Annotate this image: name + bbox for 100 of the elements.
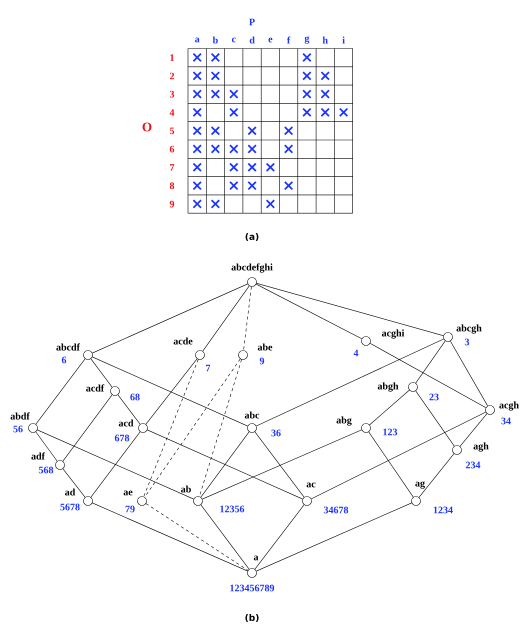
connector-line (256, 283, 444, 336)
cross-mark: × (192, 90, 202, 98)
connector-line (92, 284, 248, 354)
row-header: 5 (170, 128, 174, 134)
intent-label: abgh (378, 382, 398, 392)
cross-mark: × (192, 144, 202, 154)
row-header: 6 (170, 146, 174, 152)
intent-label: a (254, 556, 258, 560)
cross-mark: × (339, 108, 348, 117)
intent-label: ab (181, 485, 191, 492)
column-header: h (322, 36, 328, 44)
connector-line (90, 358, 112, 388)
connector-line (370, 343, 486, 408)
extent-label: 234 (466, 462, 480, 468)
row-header: 1 (170, 54, 174, 61)
connector-line (460, 413, 488, 447)
intent-label: agh (474, 442, 489, 452)
intent-label: acd (118, 419, 134, 426)
connector-line (90, 432, 140, 498)
cross-mark: × (320, 71, 330, 80)
extent-label: 3 (464, 338, 470, 346)
connector-line (200, 504, 250, 570)
extent-label: 123456789 (230, 584, 274, 592)
cross-mark: × (192, 53, 202, 62)
extent-label: 34 (501, 418, 511, 424)
row-header: 9 (170, 200, 174, 208)
cross-mark: × (211, 126, 220, 136)
extent-label: 6 (62, 356, 66, 364)
connector-line (256, 338, 444, 426)
connector-line (311, 412, 486, 500)
cross-mark: × (284, 181, 293, 190)
cross-mark: × (302, 71, 312, 80)
extent-label: 1234 (434, 506, 453, 514)
connector-line (199, 359, 242, 497)
column-header: e (268, 38, 272, 42)
cross-mark: × (320, 108, 330, 117)
row-header: 4 (170, 109, 174, 116)
intent-label: ac (306, 482, 316, 488)
cross-mark: × (302, 53, 312, 62)
axis-label: O (142, 122, 152, 132)
column-header: b (212, 36, 218, 44)
column-header: f (287, 36, 290, 44)
column-header: d (250, 36, 255, 44)
extent-label: 36 (271, 430, 281, 436)
connector-line (415, 390, 455, 446)
cross-mark: × (266, 162, 275, 172)
connector-line (256, 502, 412, 572)
column-header: P (249, 18, 255, 26)
connector-line (418, 453, 454, 498)
intent-label: adf (31, 452, 46, 460)
column-header: g (304, 36, 310, 44)
cross-mark: × (248, 181, 256, 190)
cross-mark: × (192, 71, 202, 80)
cross-mark: × (211, 71, 220, 80)
extent-label: 23 (429, 394, 439, 400)
connector-line (450, 340, 488, 406)
intent-label: abe (258, 343, 272, 350)
intent-label: abdf (10, 412, 30, 420)
connector-line (146, 358, 198, 425)
row-header: 2 (170, 72, 174, 80)
connector-line (37, 430, 194, 500)
extent-label: 9 (260, 358, 264, 364)
connector-line (415, 340, 446, 384)
cross-mark: × (211, 90, 220, 98)
cross-mark: × (229, 90, 238, 98)
cross-mark: × (266, 200, 275, 208)
connector-line (202, 430, 362, 500)
connector-line (146, 503, 248, 571)
cross-mark: × (320, 90, 330, 98)
cross-mark: × (229, 144, 238, 154)
cross-mark: × (229, 162, 238, 172)
cross-mark: × (248, 126, 256, 136)
column-header: i (342, 36, 345, 44)
intent-label: acde (174, 337, 192, 344)
extent-label: 4 (354, 350, 358, 356)
cross-mark: × (211, 53, 220, 62)
connector-line (92, 356, 248, 426)
extent-label: 568 (38, 466, 54, 474)
connector-line (254, 504, 304, 570)
intent-label: acghi (382, 329, 404, 339)
connector-line (369, 390, 410, 426)
extent-label: 34678 (324, 506, 348, 514)
column-header: a (195, 38, 200, 42)
cross-mark: × (192, 181, 202, 190)
extent-label: 68 (130, 394, 140, 400)
intent-label: ag (415, 481, 425, 489)
extent-label: 12356 (220, 506, 244, 512)
cross-mark: × (211, 200, 220, 208)
intent-label: abg (336, 416, 352, 426)
connector-line (254, 432, 304, 498)
cross-mark: × (284, 144, 293, 154)
connector-line (243, 286, 252, 351)
cross-mark: × (229, 108, 238, 117)
cross-mark: × (302, 108, 312, 117)
intent-label: abcdf (56, 343, 80, 351)
extent-label: 123 (383, 428, 398, 436)
cross-mark: × (192, 108, 202, 117)
connector-line (147, 430, 303, 500)
cross-mark: × (248, 144, 256, 154)
cross-mark: × (192, 200, 202, 208)
